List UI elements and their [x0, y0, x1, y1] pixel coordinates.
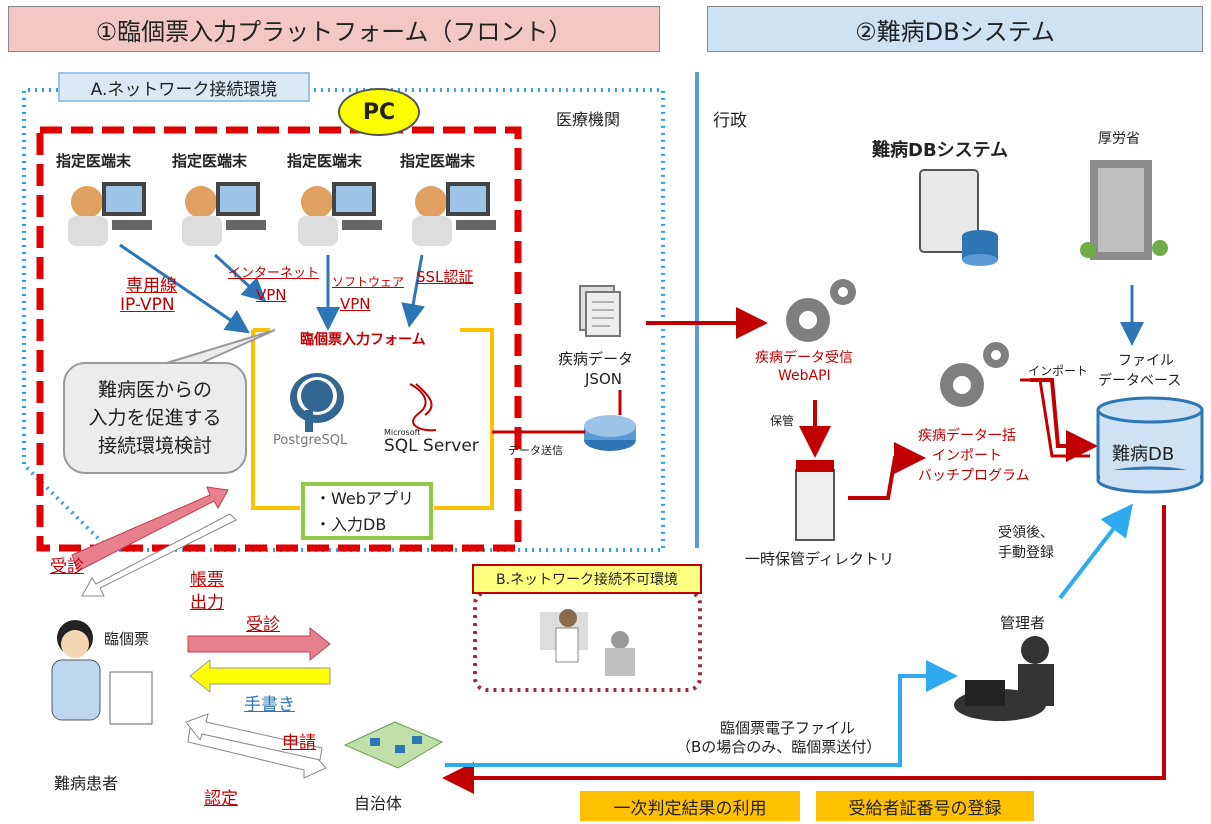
input-form-frame [251, 328, 494, 510]
doctor-terminal-icons [68, 182, 496, 246]
webapi-label: 疾病データ受信 [755, 350, 853, 366]
manual-label-2: 手動登録 [998, 545, 1054, 561]
sql-server-label: SQL Server [384, 436, 479, 456]
medical-institution-label: 医療機関 [556, 110, 621, 129]
offline-doctor-icon [540, 609, 635, 676]
primary-result-label: 一次判定結果の利用 [580, 791, 800, 821]
internet-vpn-label: VPN [256, 286, 287, 304]
visit-label-2: 受診 [246, 615, 280, 635]
patient-icon [51, 620, 153, 725]
rinkohyo-label: 臨個票 [104, 630, 150, 648]
webapp-inputdb-box: ・Webアプリ ・入力DB [301, 482, 433, 540]
callout-pointer [159, 329, 276, 369]
gyosei-label: 行政 [713, 111, 747, 131]
connection-callout: 難病医からの 入力を促進する 接続環境検討 [63, 362, 247, 474]
disease-data-label: 疾病データ [558, 350, 634, 368]
nanbyo-db-label: 難病DB [1112, 444, 1175, 465]
sql-server-logo-icon [409, 383, 437, 432]
data-send-label: データ送信 [508, 444, 563, 457]
output-label-2: 出力 [190, 593, 224, 613]
approve-arrow-left [185, 713, 323, 761]
pc-area-border [36, 126, 522, 552]
db-to-municipality-arrow [442, 505, 1166, 794]
batch-to-db-arrow [1030, 378, 1098, 462]
software-vpn-label: VPN [340, 295, 371, 313]
nanbyo-db-icon [1096, 396, 1204, 494]
municipality-to-admin-arrow [445, 660, 958, 767]
mhlw-building-icon [1080, 160, 1168, 260]
filedb-label: データベース [1098, 373, 1182, 389]
terminal-label: 指定医端末 [400, 152, 476, 170]
visit-arrow-right [187, 626, 331, 662]
terminal-label: 指定医端末 [172, 152, 248, 170]
callout-line: 入力を促進する [88, 407, 222, 429]
microsoft-label: Microsoft [384, 428, 421, 437]
db-server-icon [919, 169, 998, 266]
callout-line: 難病医からの [97, 379, 212, 401]
postgresql-logo-icon [290, 373, 344, 432]
network-env-b-label: B.ネットワーク接続不可環境 [472, 564, 702, 594]
municipality-map-icon [343, 721, 444, 769]
inputdb-label: ・入力DB [315, 515, 387, 534]
db-system-title: 難病DBシステム [872, 140, 1009, 161]
router-icon [584, 415, 636, 451]
software-label: ソフトウェア [332, 275, 405, 289]
terminal-label: 指定医端末 [56, 152, 132, 170]
ssl-label: SSL認証 [416, 268, 474, 286]
input-form-title: 臨個票入力フォーム [300, 332, 426, 348]
batch-label-1: 疾病データ一括 [918, 428, 1016, 444]
output-label-1: 帳票 [190, 570, 224, 590]
batch-label-3: バッチプログラム [918, 468, 1030, 484]
terminal-label: 指定医端末 [287, 152, 363, 170]
db-system-banner: ②難病DBシステム [707, 6, 1203, 52]
webapi-gear-icon [786, 279, 856, 342]
admin-to-db-arrow [1058, 503, 1133, 600]
output-arrow-down [81, 513, 237, 597]
mhlw-label: 厚労省 [1098, 131, 1140, 147]
json-label: JSON [585, 370, 622, 388]
batch-label-2: インポート [932, 448, 1002, 464]
batch-gear-icon [940, 342, 1009, 407]
file-label: ファイル [1118, 353, 1174, 369]
import-label: インポート [1028, 364, 1089, 378]
network-env-a-label: A.ネットワーク接続環境 [58, 72, 310, 102]
terminal-connection-arrows [119, 243, 425, 334]
handwrite-label: 手書き [244, 695, 295, 715]
webapi-label-2: WebAPI [778, 368, 831, 384]
store-label: 保管 [770, 414, 795, 428]
admin-label: 管理者 [1000, 614, 1046, 632]
front-platform-banner: ①臨個票入力プラットフォーム（フロント） [8, 6, 660, 52]
temp-directory-server-icon [795, 460, 835, 541]
internet-label: インターネット [228, 266, 320, 281]
municipality-label: 自治体 [354, 794, 403, 813]
admin-person-icon [954, 636, 1054, 721]
storage-to-batch-arrow [848, 442, 926, 500]
manual-label-1: 受領後、 [998, 525, 1054, 541]
efile-label: 臨個票電子ファイル [720, 719, 856, 737]
ipvpn-label: IP-VPN [120, 295, 175, 315]
pc-badge: PC [338, 88, 420, 136]
apply-label: 申請 [282, 733, 316, 753]
patient-label: 難病患者 [54, 774, 119, 793]
webapp-label: ・Webアプリ [315, 489, 414, 508]
temp-directory-label: 一時保管ディレクトリ [745, 550, 894, 568]
leased-line-label: 専用線 [126, 276, 177, 296]
approve-label: 認定 [204, 789, 238, 809]
callout-line: 接続環境検討 [97, 435, 212, 457]
batch-to-db-arrow-2 [1020, 378, 1090, 458]
cert-number-label: 受給者証番号の登録 [816, 791, 1034, 821]
visit-arrow-up [71, 486, 229, 572]
postgresql-label: PostgreSQL [273, 433, 348, 448]
visit-label: 受診 [50, 557, 84, 577]
efile-note-label: （Bの場合のみ、臨個票送付） [676, 738, 882, 756]
json-document-icon [579, 285, 621, 337]
handwrite-arrow-left [189, 658, 331, 694]
